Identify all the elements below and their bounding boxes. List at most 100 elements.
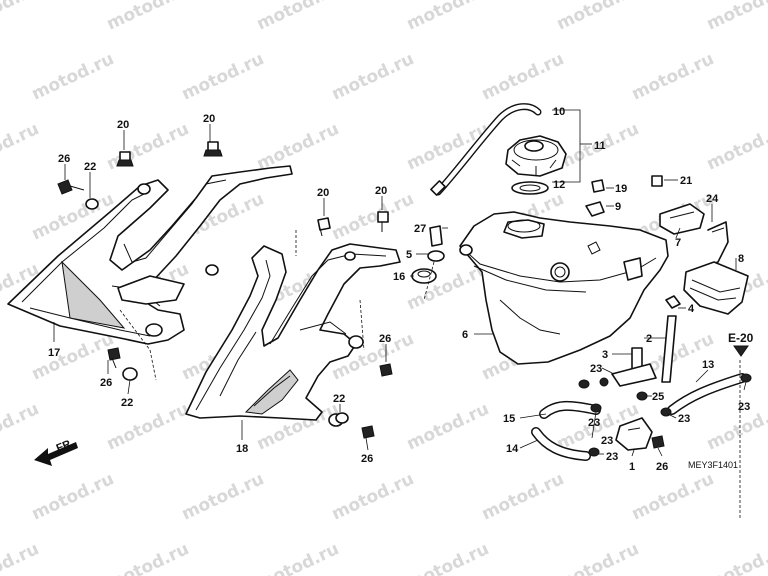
diagram-code: MEY3F1401 [688,460,738,470]
front-direction-arrow: FR. [34,437,78,466]
watermark-text: motod.ru [0,399,42,454]
grommet-part-9 [585,201,605,217]
washer-22-b [122,367,138,381]
watermark-text: motod.ru [404,399,492,454]
leader-lines [53,109,747,520]
watermark-text: motod.ru [479,469,567,524]
part-number-callouts: 20 20 26 22 17 26 22 20 20 26 22 26 18 1… [48,106,750,473]
callout-26: 26 [656,461,668,473]
callout-24: 24 [706,193,719,205]
watermark-text: motod.ru [0,119,42,174]
clip-part-25 [636,391,648,401]
watermark-text: motod.ru [629,49,717,104]
callout-18: 18 [236,443,248,455]
heat-pad-part-8 [683,261,749,315]
callout-23: 23 [678,413,690,425]
callout-17: 17 [48,347,60,359]
watermark-text: motod.ru [254,119,342,174]
watermark-text: motod.ru [554,539,642,576]
callout-26: 26 [100,377,112,389]
watermark-text: motod.ru [329,189,417,244]
watermark-text: motod.ru [179,469,267,524]
watermark-text: motod.ru [329,469,417,524]
fuel-hose-part-14 [531,427,591,461]
callout-25: 25 [652,391,664,403]
callout-8: 8 [738,253,744,265]
callout-4: 4 [688,303,695,315]
bolt-20-d [377,211,389,232]
callout-14: 14 [506,443,519,455]
callout-26: 26 [361,453,373,465]
rod-part-2 [661,315,677,383]
callout-23: 23 [738,401,750,413]
bolt-fasteners [57,141,663,439]
cushion-part-16 [411,268,437,284]
watermark-text: motod.ru [704,399,768,454]
callout-23: 23 [590,363,602,375]
band-part-24 [705,221,729,267]
watermark-text: motod.ru [254,539,342,576]
callout-20: 20 [117,119,129,131]
breather-tube-part-10 [430,103,542,196]
callout-23: 23 [601,435,613,447]
callout-21: 21 [680,175,692,187]
watermark-text: motod.ru [704,119,768,174]
bolt-19 [591,179,605,193]
watermark-text: motod.ru [704,0,768,35]
watermark-text: motod.ru [29,49,117,104]
callout-23: 23 [588,417,600,429]
fuel-tank-part-6 [459,211,669,365]
collar-part-5 [427,250,445,262]
callout-7: 7 [675,237,681,249]
watermark-text: motod.ru [704,539,768,576]
callout-16: 16 [393,271,405,283]
washer-22-c [335,412,349,424]
bolt-27 [429,225,443,247]
callout-10: 10 [553,106,565,118]
callout-26: 26 [379,333,391,345]
fuel-cap-part-11 [505,135,567,177]
callout-9: 9 [615,201,621,213]
callout-12: 12 [553,179,565,191]
fuel-valve-part-1 [611,347,657,451]
callout-22: 22 [84,161,96,173]
callout-6: 6 [462,329,468,341]
watermark-text: motod.ru [0,539,42,576]
watermark-text: motod.ru [104,0,192,35]
bolt-26-e [651,435,665,449]
callout-23: 23 [606,451,618,463]
callout-20: 20 [375,185,387,197]
callout-3: 3 [602,349,608,361]
bracket-part-7 [659,203,705,235]
callout-2: 2 [646,333,652,345]
watermark-text: motod.ru [179,49,267,104]
callout-15: 15 [503,413,515,425]
direction-label: FR. [55,437,76,455]
callout-5: 5 [406,249,412,261]
reference-label: E-20 [728,331,754,345]
callout-26: 26 [58,153,70,165]
watermark-text: motod.ru [329,49,417,104]
watermark-text: motod.ru [629,469,717,524]
fuel-hose-part-15 [539,400,601,419]
watermark-text: motod.ru [404,539,492,576]
fuel-hose-part-13 [667,373,747,415]
callout-11: 11 [594,140,606,152]
bolt-26-a [57,179,85,195]
bolt-20-b [203,141,223,157]
callout-1: 1 [629,461,635,473]
bolt-26-d [361,425,375,439]
watermark-text: motod.ru [104,539,192,576]
watermark-text: motod.ru [0,0,42,35]
watermark-text: motod.ru [404,0,492,35]
bolt-20-a [116,151,134,167]
bolt-20-c [317,217,331,237]
cap-gasket-part-12 [511,181,549,195]
bolt-26-b [107,347,121,369]
callout-13: 13 [702,359,714,371]
left-shroud-part-17 [7,165,293,345]
rubber-part-4 [665,295,681,309]
callout-22: 22 [121,397,133,409]
callout-20: 20 [317,187,329,199]
